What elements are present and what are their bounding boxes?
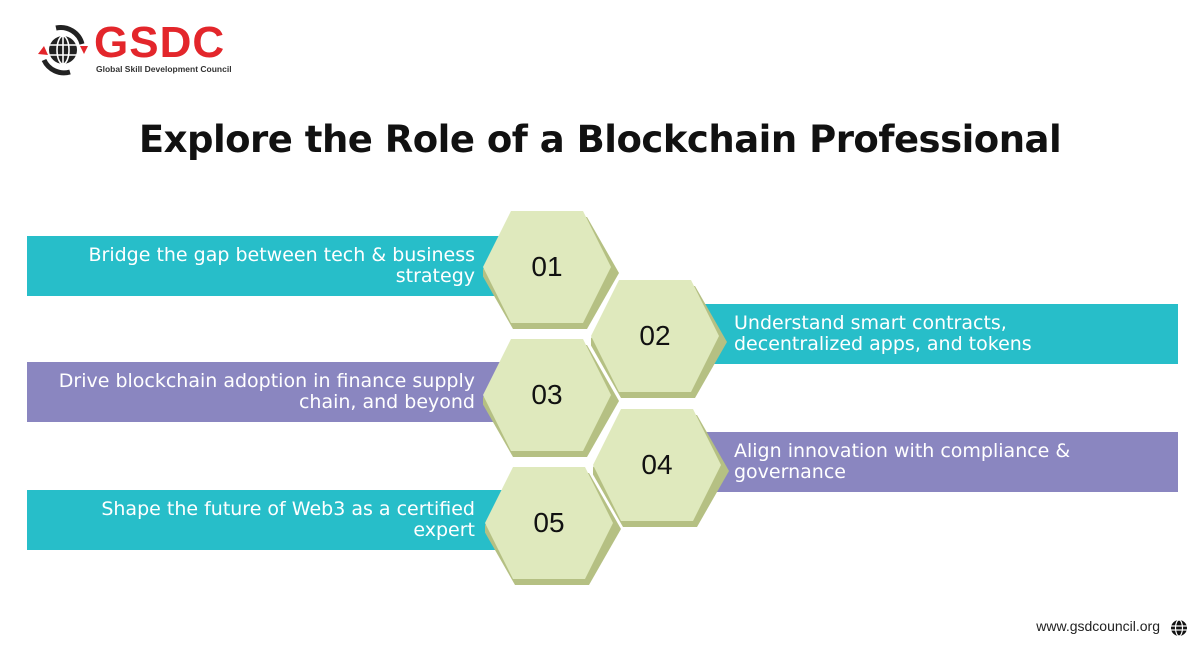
item-text: Align innovation with compliance & gover…	[734, 440, 1071, 483]
hexagon-shape	[593, 409, 729, 527]
logo-name: GSDC	[94, 18, 226, 67]
item-bar-2: Understand smart contracts, decentralize…	[700, 304, 1178, 364]
hexagon-04: 04	[593, 409, 729, 527]
hexagon-01: 01	[483, 211, 619, 329]
item-text: Shape the future of Web3 as a certified …	[101, 498, 475, 541]
item-bar-5: Shape the future of Web3 as a certified …	[27, 490, 507, 550]
hexagon-02: 02	[591, 280, 727, 398]
item-number: 02	[639, 320, 671, 351]
item-bar-3: Drive blockchain adoption in finance sup…	[27, 362, 507, 422]
globe-icon	[1171, 619, 1187, 637]
logo-subtitle: Global Skill Development Council	[96, 64, 232, 74]
website-link[interactable]: www.gsdcouncil.org	[1036, 618, 1160, 634]
item-number: 05	[533, 507, 565, 538]
item-text: Drive blockchain adoption in finance sup…	[58, 370, 475, 413]
hexagon-shape	[591, 280, 727, 398]
item-bar-1: Bridge the gap between tech & business s…	[27, 236, 507, 296]
hexagon-05: 05	[485, 467, 621, 585]
item-number: 01	[531, 251, 563, 282]
gsdc-logo: GSDC Global Skill Development Council	[36, 18, 232, 76]
item-bar-4: Align innovation with compliance & gover…	[700, 432, 1178, 492]
hexagon-shape	[483, 339, 619, 457]
page-title: Explore the Role of a Blockchain Profess…	[138, 118, 1062, 161]
item-number: 04	[641, 449, 673, 480]
item-text: Understand smart contracts, decentralize…	[734, 312, 1032, 355]
hexagon-shape	[483, 211, 619, 329]
hexagon-03: 03	[483, 339, 619, 457]
hexagon-shape	[485, 467, 621, 585]
globe-logo-icon	[38, 25, 88, 76]
item-number: 03	[531, 379, 563, 410]
item-text: Bridge the gap between tech & business s…	[88, 244, 475, 287]
